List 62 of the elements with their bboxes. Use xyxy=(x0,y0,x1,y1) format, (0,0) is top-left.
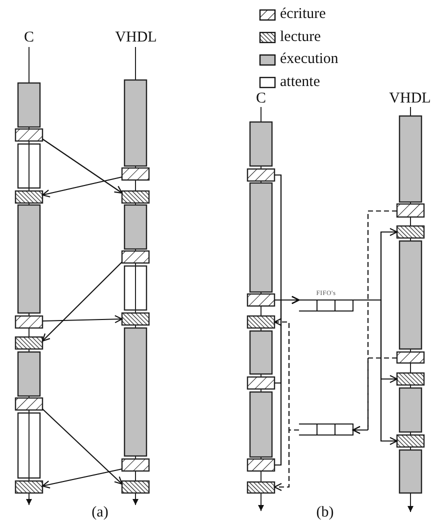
execution-bar xyxy=(398,449,422,494)
read-bar xyxy=(396,372,425,386)
execution-bar xyxy=(249,121,273,167)
write-bar xyxy=(246,458,276,472)
read-bar xyxy=(14,480,44,494)
read-bar xyxy=(246,481,276,494)
arrow xyxy=(274,296,300,466)
fifo-queue xyxy=(298,300,354,312)
arrow xyxy=(42,138,123,194)
column-header: C xyxy=(256,92,266,106)
write-bar xyxy=(121,250,150,264)
legend-label: écriture xyxy=(280,6,326,22)
execution-bar xyxy=(398,387,422,433)
wait-bar xyxy=(17,412,41,479)
arrow xyxy=(353,299,398,446)
execution-bar xyxy=(17,204,41,314)
fifo-queue xyxy=(298,424,354,436)
execution-bar xyxy=(17,351,41,397)
dashed-arrow xyxy=(352,357,397,434)
execution-bar xyxy=(124,327,148,457)
execution-bar xyxy=(398,115,422,203)
execution-bar xyxy=(17,82,41,128)
arrow xyxy=(42,262,122,342)
write-bar xyxy=(396,203,425,218)
write-bar xyxy=(396,351,425,364)
write-bar xyxy=(246,376,276,390)
legend-label: attente xyxy=(280,74,320,90)
write-bar xyxy=(246,168,276,182)
read-bar xyxy=(121,190,150,204)
dashed-arrow xyxy=(274,429,299,492)
read-bar xyxy=(14,190,44,204)
wait-bar xyxy=(17,143,41,189)
arrow xyxy=(42,468,122,488)
write-bar xyxy=(14,128,44,142)
legend-label: éxecution xyxy=(280,52,338,67)
column-header: C xyxy=(24,30,34,46)
arrow xyxy=(42,315,123,324)
execution-bar xyxy=(249,182,273,293)
arrow xyxy=(42,176,122,198)
read-bar xyxy=(246,315,276,329)
execution-bar xyxy=(124,79,148,167)
read-bar xyxy=(396,434,425,448)
panel-label: (a) xyxy=(92,506,108,520)
read-bar xyxy=(396,225,425,239)
execution-bar xyxy=(124,204,148,250)
read-bar xyxy=(14,336,44,350)
read-bar xyxy=(121,312,150,326)
legend-label: lecture xyxy=(280,29,321,44)
write-bar xyxy=(121,167,150,181)
arrow xyxy=(42,408,123,485)
execution-bar xyxy=(398,240,422,350)
wait-bar xyxy=(124,265,148,311)
write-bar xyxy=(246,293,276,307)
read-bar xyxy=(121,480,150,494)
write-bar xyxy=(14,315,44,329)
write-bar xyxy=(14,397,44,411)
panel-label: (b) xyxy=(316,506,334,520)
column-header: VHDL xyxy=(115,30,157,46)
column-header: VHDL xyxy=(389,92,431,106)
write-bar xyxy=(121,458,150,472)
execution-bar xyxy=(249,330,273,375)
execution-bar xyxy=(249,391,273,458)
